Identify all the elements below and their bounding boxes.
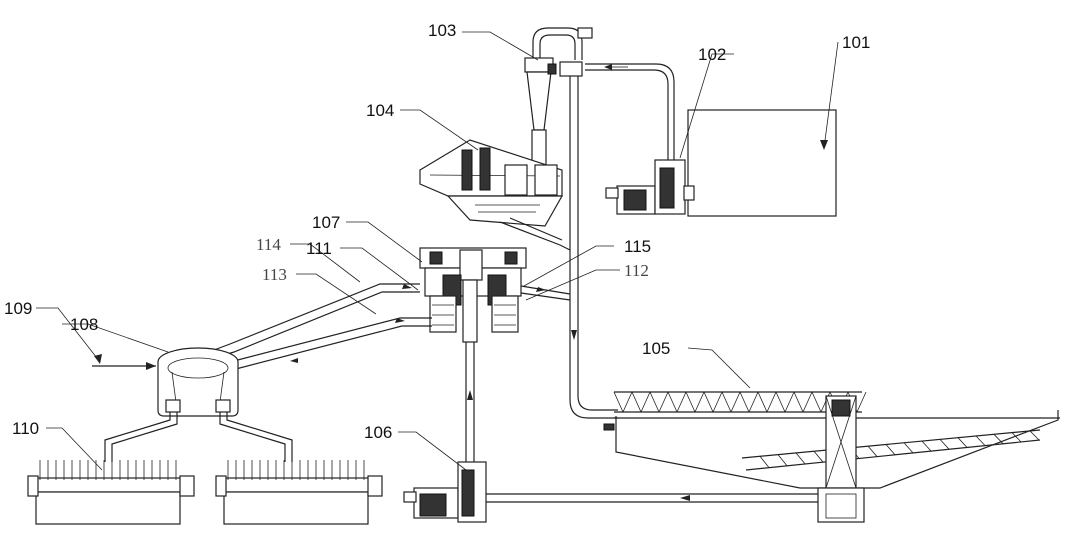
truss-member [685,391,696,413]
feed-line-109 [92,362,156,370]
leader-lines [36,31,839,471]
rake-member [903,442,914,454]
truss-member [748,391,759,413]
label-106: 106 [364,423,392,442]
truss-member [784,391,795,413]
label-111: 111 [306,239,332,258]
truss-member [622,391,633,413]
label-114: 114 [256,235,281,254]
labels: 101 102 103 104 105 106 107 108 109 110 … [4,21,870,442]
truss-member [793,391,804,413]
rake-member [813,450,824,463]
truss-member [694,391,705,413]
rake-member [867,445,878,457]
rake-member [759,456,770,468]
overflow-pipe [569,76,618,419]
unit-107 [419,247,527,343]
truss-member [775,391,786,413]
rake-member [795,452,806,465]
label-113: 113 [262,265,287,284]
label-109: 109 [4,299,32,318]
rake-member [885,444,896,455]
truss-member [676,391,687,413]
pipe-107-to-106 [465,342,475,462]
filter-press-110-b [215,460,383,525]
label-107: 107 [312,213,340,232]
filter-press-110-a [27,460,195,525]
rake-member [939,439,950,450]
label-110: 110 [12,419,39,438]
rake-member [1029,430,1040,441]
tank-101 [687,109,837,217]
truss-member [667,391,678,413]
truss-member [613,391,624,413]
truss-member [739,391,750,413]
truss-member [766,391,777,413]
rake-member [777,454,788,466]
label-104: 104 [366,101,394,120]
truss-member [730,391,741,413]
rake-member [957,437,968,448]
rake-member [1011,432,1022,443]
label-115: 115 [624,237,651,256]
truss-member [640,391,651,413]
pump-102 [605,159,695,215]
label-103: 103 [428,21,456,40]
pipe-106-to-105 [486,493,820,503]
label-105: 105 [642,339,670,358]
label-101: 101 [842,33,870,52]
truss-member [802,391,813,413]
truss-member [649,391,660,413]
rake-member [975,435,986,446]
truss-member [811,391,822,413]
pipe-102-to-103 [585,63,675,160]
hydrocyclone-103 [524,27,593,167]
truss-member [658,391,669,413]
truss-member [703,391,714,413]
tank-108 [157,347,239,417]
rake-member [921,440,932,452]
label-112: 112 [624,261,649,280]
label-108: 108 [70,315,98,334]
rake-member [993,434,1004,444]
truss-member [712,391,723,413]
label-102: 102 [698,45,726,64]
truss-member [856,391,867,413]
vibrating-screen-104 [419,139,571,251]
truss-member [631,391,642,413]
pipes-to-110 [104,412,293,462]
truss-member [757,391,768,413]
thickener-105 [603,391,1060,523]
pump-106 [403,461,487,523]
truss-member [721,391,732,413]
pipes-112-115 [520,285,571,301]
